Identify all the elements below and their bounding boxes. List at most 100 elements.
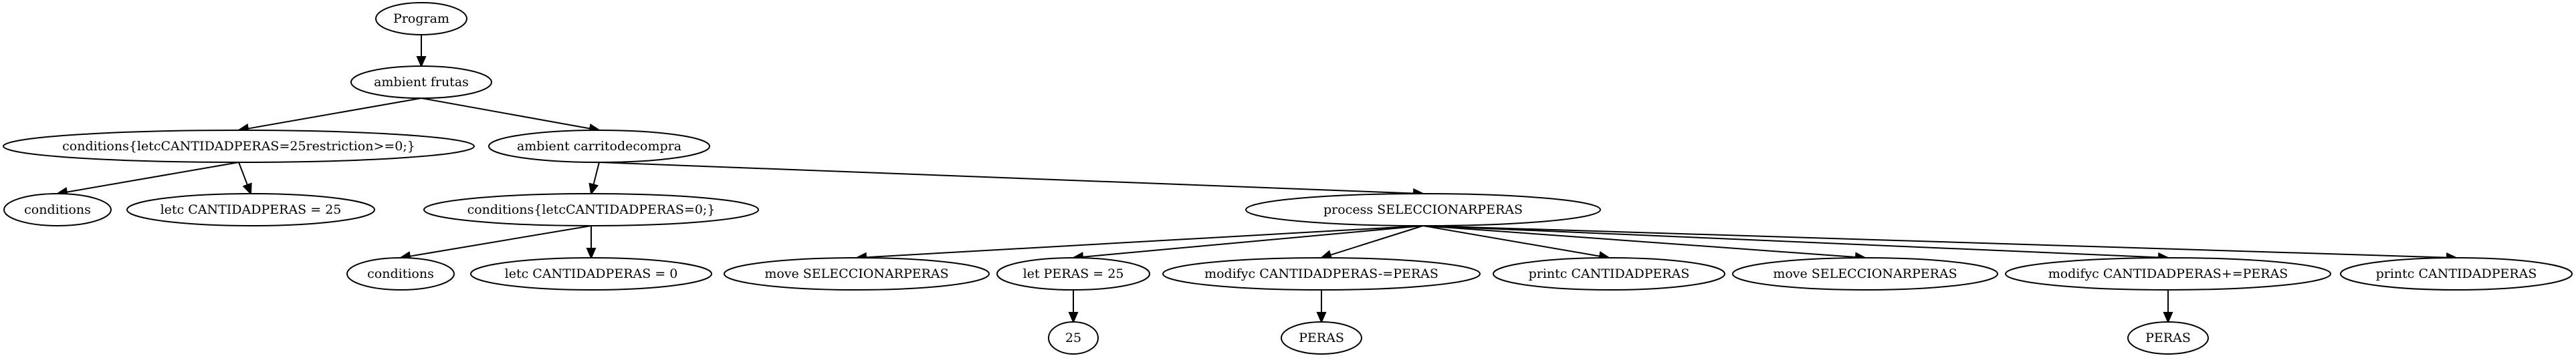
tree-node-let-peras: let PERAS = 25 <box>996 257 1150 291</box>
edge-line <box>599 162 1414 194</box>
node-ellipse <box>423 193 759 226</box>
tree-node-ambient-carrito: ambient carritodecompra <box>488 130 710 163</box>
edge-line <box>247 98 422 130</box>
node-label: move SELECCIONARPERAS <box>764 266 948 281</box>
node-ellipse <box>2127 321 2209 355</box>
node-label: ambient carritodecompra <box>517 139 681 154</box>
node-label: printc CANTIDADPERAS <box>1529 266 1690 281</box>
edge-line <box>1082 225 1424 258</box>
arrowhead-icon <box>588 182 599 196</box>
node-ellipse <box>1162 257 1481 291</box>
node-ellipse <box>126 193 375 226</box>
edge-conditions-2-to-letc-0 <box>586 226 597 260</box>
node-label: process SELECCIONARPERAS <box>1323 202 1523 217</box>
node-ellipse <box>488 130 710 163</box>
tree-node-printc-1: printc CANTIDADPERAS <box>1493 257 1725 291</box>
node-label: conditions <box>367 266 434 281</box>
tree-node-conditions-1: conditions{letcCANTIDADPERAS=25restricti… <box>3 130 475 163</box>
edge-modify-plus-to-peras-2 <box>2163 290 2173 324</box>
node-label: let PERAS = 25 <box>1023 266 1124 281</box>
edge-process-to-move-1 <box>855 225 1424 262</box>
node-label: letc CANTIDADPERAS = 0 <box>505 266 678 281</box>
edge-let-peras-to-val-25 <box>1068 290 1079 324</box>
node-label: Program <box>393 11 449 26</box>
arrowhead-icon <box>416 56 427 68</box>
edge-ambient-carrito-to-process <box>599 162 1425 198</box>
nodes-layer: Program ambient frutas conditions{letcCANT… <box>3 2 2573 355</box>
tree-node-modify-minus: modifyc CANTIDADPERAS-=PERAS <box>1162 257 1481 291</box>
node-label: modifyc CANTIDADPERAS+=PERAS <box>2048 266 2288 281</box>
node-ellipse <box>996 257 1150 291</box>
tree-node-peras-1: PERAS <box>1281 321 1362 355</box>
node-label: ambient frutas <box>374 75 469 89</box>
node-label: conditions <box>24 202 91 217</box>
node-ellipse <box>724 257 990 291</box>
node-ellipse <box>350 65 492 99</box>
tree-node-ambient-frutas: ambient frutas <box>350 65 492 99</box>
tree-node-program: Program <box>375 2 467 35</box>
node-ellipse <box>470 257 712 291</box>
tree-node-conditions-2: conditions{letcCANTIDADPERAS=0;} <box>423 193 759 226</box>
node-ellipse <box>1493 257 1725 291</box>
node-ellipse <box>1732 257 1998 291</box>
tree-node-modify-plus: modifyc CANTIDADPERAS+=PERAS <box>2005 257 2331 291</box>
edge-process-to-let-peras <box>1071 225 1424 262</box>
arrowhead-icon <box>586 248 597 260</box>
edge-process-to-printc-2 <box>1422 225 2458 263</box>
tree-node-conditions-leaf-2: conditions <box>346 257 455 291</box>
tree-node-conditions-leaf-1: conditions <box>3 193 112 226</box>
node-ellipse <box>1281 321 1362 355</box>
edge-line <box>1422 225 2448 258</box>
edge-line <box>1330 225 1424 256</box>
edge-line <box>1422 225 2159 258</box>
edge-modify-minus-to-peras-1 <box>1316 290 1327 324</box>
arrowhead-icon <box>1316 312 1327 324</box>
edge-line <box>238 162 248 186</box>
edge-ambient-frutas-to-ambient-carrito <box>421 98 601 134</box>
edge-line <box>66 162 239 193</box>
edge-process-to-modify-plus <box>1422 225 2170 262</box>
edge-program-to-ambient-frutas <box>416 35 427 68</box>
node-label: move SELECCIONARPERAS <box>1773 266 1957 281</box>
edge-line <box>1422 225 1856 258</box>
tree-node-val-25: 25 <box>1048 321 1099 355</box>
node-label: conditions{letcCANTIDADPERAS=0;} <box>467 202 716 217</box>
node-ellipse <box>1245 193 1601 226</box>
edge-line <box>421 98 591 130</box>
node-label: PERAS <box>1299 331 1344 345</box>
tree-node-move-1: move SELECCIONARPERAS <box>724 257 990 291</box>
tree-node-printc-2: printc CANTIDADPERAS <box>2340 257 2573 291</box>
tree-node-peras-2: PERAS <box>2127 321 2209 355</box>
tree-node-move-2: move SELECCIONARPERAS <box>1732 257 1998 291</box>
node-ellipse <box>3 130 475 163</box>
edge-conditions-2-to-conditions-leaf-2 <box>399 225 592 261</box>
node-label: printc CANTIDADPERAS <box>2376 266 2537 281</box>
node-label: PERAS <box>2145 331 2191 345</box>
edge-line <box>865 225 1424 258</box>
edge-conditions-1-to-letc-25 <box>238 162 252 196</box>
node-ellipse <box>2340 257 2573 291</box>
edge-ambient-frutas-to-conditions-1 <box>237 98 422 134</box>
edges-layer <box>56 35 2458 324</box>
edge-line <box>409 225 592 257</box>
node-ellipse <box>346 257 455 291</box>
edge-line <box>593 162 600 185</box>
edge-conditions-1-to-conditions-leaf-1 <box>56 162 239 197</box>
node-label: letc CANTIDADPERAS = 25 <box>160 202 342 217</box>
node-label: conditions{letcCANTIDADPERAS=25restricti… <box>62 139 415 154</box>
tree-node-letc-0: letc CANTIDADPERAS = 0 <box>470 257 712 291</box>
edge-line <box>1422 225 1600 257</box>
arrowhead-icon <box>2163 312 2173 324</box>
node-ellipse <box>2005 257 2331 291</box>
arrowhead-icon <box>1068 312 1079 324</box>
node-label: modifyc CANTIDADPERAS-=PERAS <box>1204 266 1438 281</box>
tree-node-letc-25: letc CANTIDADPERAS = 25 <box>126 193 375 226</box>
tree-node-process: process SELECCIONARPERAS <box>1245 193 1601 226</box>
node-label: 25 <box>1065 331 1081 345</box>
edge-ambient-carrito-to-conditions-2 <box>588 162 600 196</box>
node-ellipse <box>3 193 112 226</box>
node-ellipse <box>1048 321 1099 355</box>
arrowhead-icon <box>242 182 252 196</box>
node-ellipse <box>375 2 467 35</box>
